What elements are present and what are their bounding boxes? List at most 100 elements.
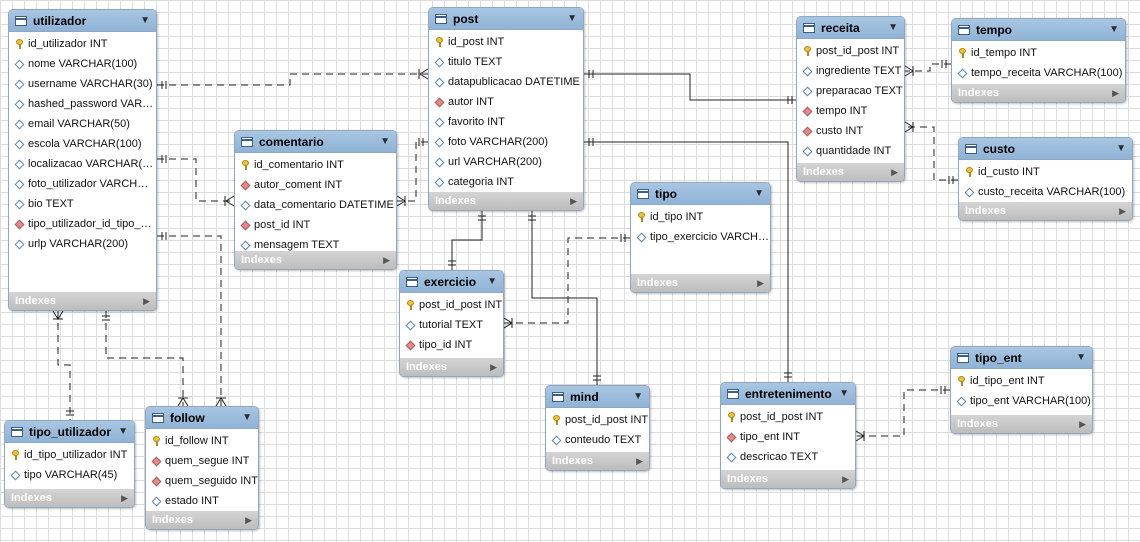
table-header[interactable]: exercicio ▼ [400, 271, 503, 293]
column-row[interactable]: datapublicacao DATETIME [429, 72, 583, 92]
table-header[interactable]: utilizador ▼ [9, 10, 156, 32]
indexes-section[interactable]: Indexes ▶ [5, 489, 134, 507]
column-row[interactable]: data_comentario DATETIME [235, 195, 396, 215]
dropdown-icon[interactable]: ▼ [140, 15, 150, 26]
expand-arrow-icon[interactable]: ▶ [757, 277, 764, 288]
column-row[interactable]: quem_segue INT [146, 451, 258, 471]
column-row[interactable]: ingrediente TEXT [797, 61, 904, 81]
indexes-section[interactable]: Indexes ▶ [631, 274, 770, 292]
expand-arrow-icon[interactable]: ▶ [1112, 87, 1119, 98]
column-row[interactable]: id_tipo INT [631, 207, 770, 227]
column-row[interactable]: post_id_post INT [546, 410, 649, 430]
column-row[interactable]: custo INT [797, 121, 904, 141]
column-row[interactable]: email VARCHAR(50) [9, 114, 156, 134]
dropdown-icon[interactable]: ▼ [1076, 352, 1086, 363]
dropdown-icon[interactable]: ▼ [567, 13, 577, 24]
column-row[interactable]: tempo_receita VARCHAR(100) [952, 63, 1125, 83]
column-row[interactable]: tipo_exercicio VARCH… [631, 227, 770, 247]
indexes-section[interactable]: Indexes ▶ [951, 415, 1092, 433]
column-row[interactable]: estado INT [146, 491, 258, 511]
column-row[interactable]: id_comentario INT [235, 155, 396, 175]
column-row[interactable]: descricao TEXT [721, 447, 855, 467]
table-header[interactable]: tipo_utilizador ▼ [5, 421, 134, 443]
column-row[interactable]: quantidade INT [797, 141, 904, 161]
indexes-section[interactable]: Indexes ▶ [952, 84, 1125, 102]
dropdown-icon[interactable]: ▼ [487, 276, 497, 287]
column-row[interactable]: post_id INT [235, 215, 396, 235]
column-row[interactable]: preparacao TEXT [797, 81, 904, 101]
dropdown-icon[interactable]: ▼ [380, 136, 390, 147]
column-row[interactable]: id_follow INT [146, 431, 258, 451]
column-row[interactable]: foto_utilizador VARCH… [9, 174, 156, 194]
column-row[interactable]: id_custo INT [959, 162, 1132, 182]
column-row[interactable]: id_tempo INT [952, 43, 1125, 63]
column-row[interactable]: id_utilizador INT [9, 34, 156, 54]
column-row[interactable]: tutorial TEXT [400, 315, 503, 335]
column-row[interactable]: post_id_post INT [797, 41, 904, 61]
column-row[interactable]: tipo_ent VARCHAR(100) [951, 391, 1092, 411]
column-row[interactable]: titulo TEXT [429, 52, 583, 72]
column-row[interactable]: quem_seguido INT [146, 471, 258, 491]
dropdown-icon[interactable]: ▼ [839, 388, 849, 399]
column-row[interactable]: tipo_ent INT [721, 427, 855, 447]
expand-arrow-icon[interactable]: ▶ [636, 455, 643, 466]
expand-arrow-icon[interactable]: ▶ [1119, 205, 1126, 216]
column-row[interactable]: username VARCHAR(30) [9, 74, 156, 94]
indexes-section[interactable]: Indexes ▶ [235, 251, 396, 269]
dropdown-icon[interactable]: ▼ [1109, 24, 1119, 35]
table-tipo-utilizador[interactable]: tipo_utilizador ▼ id_tipo_utilizador INT… [4, 420, 135, 508]
column-row[interactable]: nome VARCHAR(100) [9, 54, 156, 74]
dropdown-icon[interactable]: ▼ [1116, 143, 1126, 154]
expand-arrow-icon[interactable]: ▶ [121, 492, 128, 503]
dropdown-icon[interactable]: ▼ [118, 426, 128, 437]
column-row[interactable]: tipo_utilizador_id_tipo_… [9, 214, 156, 234]
indexes-section[interactable]: Indexes ▶ [146, 511, 258, 529]
column-row[interactable]: id_post INT [429, 32, 583, 52]
column-row[interactable]: foto VARCHAR(200) [429, 132, 583, 152]
expand-arrow-icon[interactable]: ▶ [383, 254, 390, 265]
expand-arrow-icon[interactable]: ▶ [490, 361, 497, 372]
dropdown-icon[interactable]: ▼ [888, 22, 898, 33]
column-row[interactable]: urlp VARCHAR(200) [9, 234, 156, 254]
table-header[interactable]: tipo ▼ [631, 183, 770, 205]
indexes-section[interactable]: Indexes ▶ [721, 470, 855, 488]
column-row[interactable]: categoria INT [429, 172, 583, 192]
indexes-section[interactable]: Indexes ▶ [959, 202, 1132, 220]
dropdown-icon[interactable]: ▼ [754, 188, 764, 199]
indexes-section[interactable]: Indexes ▶ [546, 452, 649, 470]
table-header[interactable]: tempo ▼ [952, 19, 1125, 41]
column-row[interactable]: custo_receita VARCHAR(100) [959, 182, 1132, 202]
column-row[interactable]: autor_coment INT [235, 175, 396, 195]
table-header[interactable]: follow ▼ [146, 407, 258, 429]
indexes-section[interactable]: Indexes ▶ [400, 358, 503, 376]
column-row[interactable]: post_id_post INT [721, 407, 855, 427]
column-row[interactable]: localizacao VARCHAR(… [9, 154, 156, 174]
column-row[interactable]: favorito INT [429, 112, 583, 132]
expand-arrow-icon[interactable]: ▶ [1079, 418, 1086, 429]
column-row[interactable]: mensagem TEXT [235, 235, 396, 255]
column-row[interactable]: url VARCHAR(200) [429, 152, 583, 172]
dropdown-icon[interactable]: ▼ [633, 391, 643, 402]
table-header[interactable]: comentario ▼ [235, 131, 396, 153]
table-header[interactable]: mind ▼ [546, 386, 649, 408]
column-row[interactable]: hashed_password VAR… [9, 94, 156, 114]
table-header[interactable]: tipo_ent ▼ [951, 347, 1092, 369]
table-header[interactable]: entretenimento ▼ [721, 383, 855, 405]
dropdown-icon[interactable]: ▼ [242, 412, 252, 423]
expand-arrow-icon[interactable]: ▶ [570, 195, 577, 206]
column-row[interactable]: tipo_id INT [400, 335, 503, 355]
column-row[interactable]: escola VARCHAR(100) [9, 134, 156, 154]
column-row[interactable]: tipo VARCHAR(45) [5, 465, 134, 485]
